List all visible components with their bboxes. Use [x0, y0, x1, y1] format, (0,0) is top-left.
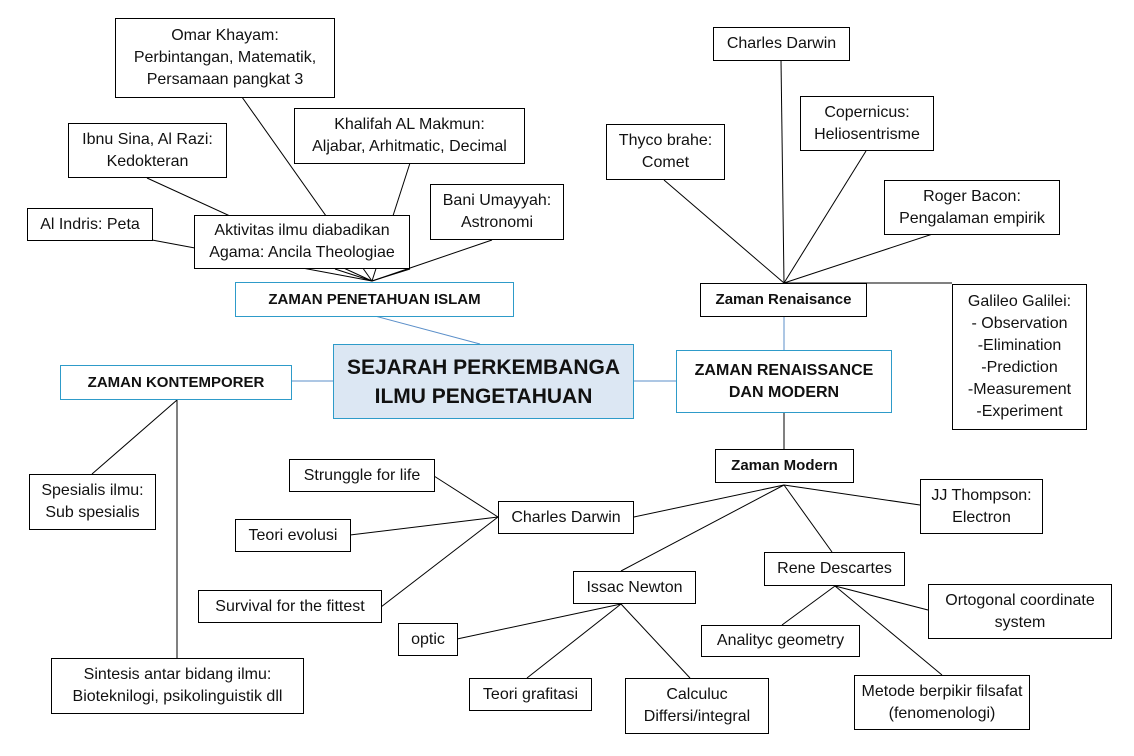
omar-khayam-node: Omar Khayam: Perbintangan, Matematik, Pe… [115, 18, 335, 98]
link-modern-thompson [783, 484, 921, 506]
ortogonal-node: Ortogonal coordinate system [928, 584, 1112, 639]
teori-grafitasi-node: Teori grafitasi [469, 678, 592, 711]
charles-darwin-modern-node: Charles Darwin [498, 501, 634, 534]
al-indris-node: Al Indris: Peta [27, 208, 153, 241]
calculuc-node: Calculuc Differsi/integral [625, 678, 769, 734]
zaman-modern-node: Zaman Modern [715, 449, 854, 483]
analityc-geometry-node: Analityc geometry [701, 625, 860, 657]
link-thyco [663, 179, 785, 284]
link-metode [834, 585, 943, 676]
link-aktivitas-2 [371, 268, 411, 282]
metode-berpikir-node: Metode berpikir filsafat (fenomenologi) [854, 675, 1030, 730]
link-modern-newton [620, 484, 785, 572]
teori-evolusi-node: Teori evolusi [235, 519, 351, 552]
zaman-kontemporer-node: ZAMAN KONTEMPORER [60, 365, 292, 400]
rene-descartes-node: Rene Descartes [764, 552, 905, 586]
roger-bacon-node: Roger Bacon: Pengalaman empirik [884, 180, 1060, 235]
copernicus-node: Copernicus: Heliosentrisme [800, 96, 934, 151]
charles-darwin-renaissance-node: Charles Darwin [713, 27, 850, 61]
zaman-islam-node: ZAMAN PENETAHUAN ISLAM [235, 282, 514, 317]
link-aktivitas [334, 268, 373, 282]
struggle-node: Strunggle for life [289, 459, 435, 492]
link-calculuc [620, 603, 691, 679]
spesialis-node: Spesialis ilmu: Sub spesialis [29, 474, 156, 530]
link-evolusi [349, 516, 499, 536]
khalifah-node: Khalifah AL Makmun: Aljabar, Arhitmatic,… [294, 108, 525, 164]
galileo-galilei-node: Galileo Galilei: - Observation -Eliminat… [952, 284, 1087, 430]
link-modern-darwin [633, 484, 785, 518]
link-analityc [781, 585, 836, 626]
central-topic: SEJARAH PERKEMBANGA ILMU PENGETAHUAN [333, 344, 634, 419]
bani-umayyah-node: Bani Umayyah: Astronomi [430, 184, 564, 240]
ibnu-sina-node: Ibnu Sina, Al Razi: Kedokteran [68, 123, 227, 178]
sintesis-node: Sintesis antar bidang ilmu: Bioteknilogi… [51, 658, 304, 714]
link-grafitasi [526, 603, 622, 679]
thyco-brahe-node: Thyco brahe: Comet [606, 124, 725, 180]
link-ortogonal [834, 585, 929, 611]
optic-node: optic [398, 623, 458, 656]
link-center-islam [374, 315, 481, 345]
aktivitas-node: Aktivitas ilmu diabadikan Agama: Ancila … [194, 215, 410, 269]
zaman-renaisance-node: Zaman Renaisance [700, 283, 867, 317]
link-optic [456, 603, 622, 640]
survival-node: Survival for the fittest [198, 590, 382, 623]
zaman-renaissance-node: ZAMAN RENAISSANCE DAN MODERN [676, 350, 892, 413]
link-struggle [433, 475, 499, 518]
link-survival [380, 516, 499, 608]
link-darwin-ren [780, 59, 785, 284]
link-spesialis [91, 399, 178, 475]
link-copernicus [783, 150, 867, 284]
link-modern-descartes [783, 484, 833, 553]
issac-newton-node: Issac Newton [573, 571, 696, 604]
jj-thompson-node: JJ Thompson: Electron [920, 479, 1043, 534]
